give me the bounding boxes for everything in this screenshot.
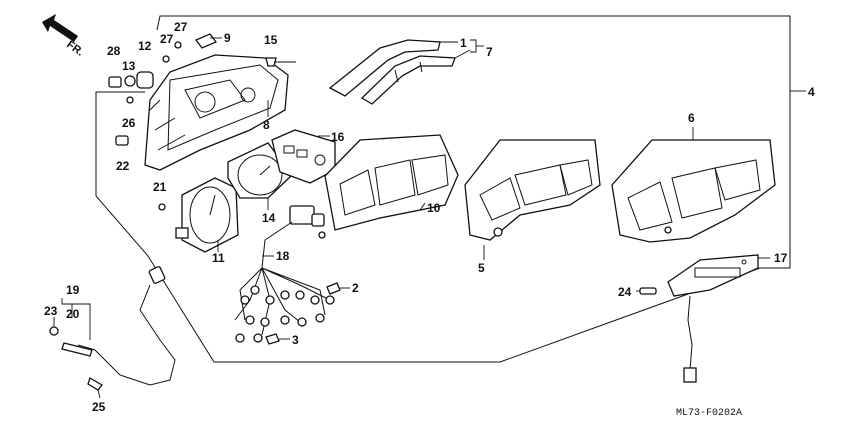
callout-4: 4 [808, 85, 815, 99]
screw-25 [87, 377, 103, 399]
speedometer-cable [49, 266, 176, 386]
callout-21: 21 [153, 180, 167, 194]
callout-10: 10 [427, 201, 441, 215]
callout-8: 8 [263, 118, 270, 132]
callout-20: 20 [66, 307, 80, 321]
front-label: FR. [64, 39, 85, 59]
callout-2: 2 [352, 281, 359, 295]
callout-3: 3 [292, 333, 299, 347]
callout-14: 14 [262, 211, 276, 225]
callout-5: 5 [478, 261, 485, 275]
connector-block [289, 205, 326, 239]
callout-7: 7 [486, 45, 493, 59]
meter-case [144, 54, 289, 171]
callout-28: 28 [107, 44, 121, 58]
callout-19: 19 [66, 283, 80, 297]
callout-18: 18 [276, 249, 290, 263]
callout-24: 24 [618, 285, 632, 299]
callout-26: 26 [122, 116, 136, 130]
callouts: 1 2 3 4 5 6 7 8 9 10 11 12 13 14 15 16 1… [44, 20, 815, 414]
screw-24 [636, 287, 657, 295]
callout-15: 15 [264, 33, 278, 47]
bulbs [265, 282, 350, 345]
callout-11: 11 [212, 251, 225, 265]
callout-22: 22 [116, 159, 130, 173]
tachometer [175, 177, 239, 253]
callout-23: 23 [44, 304, 58, 318]
visor-strips [328, 39, 484, 105]
callout-27-left: 27 [160, 32, 174, 46]
callout-1: 1 [460, 36, 467, 50]
wire-harness [234, 221, 335, 343]
drawing-code: ML73-F0202A [676, 408, 742, 419]
callout-16: 16 [331, 130, 345, 144]
inner-cover [324, 134, 459, 231]
display-unit [667, 254, 770, 383]
callout-9: 9 [224, 31, 231, 45]
middle-cover [464, 139, 601, 260]
assembly-outline [95, 15, 806, 363]
small-fasteners [108, 33, 296, 211]
outer-cover [611, 127, 776, 243]
callout-6: 6 [688, 111, 695, 125]
callout-17: 17 [774, 251, 788, 265]
callout-13: 13 [122, 59, 136, 73]
callout-27-top: 27 [174, 20, 188, 34]
callout-25: 25 [92, 400, 106, 414]
callout-12: 12 [138, 39, 152, 53]
front-direction-arrow: FR. [42, 14, 86, 59]
